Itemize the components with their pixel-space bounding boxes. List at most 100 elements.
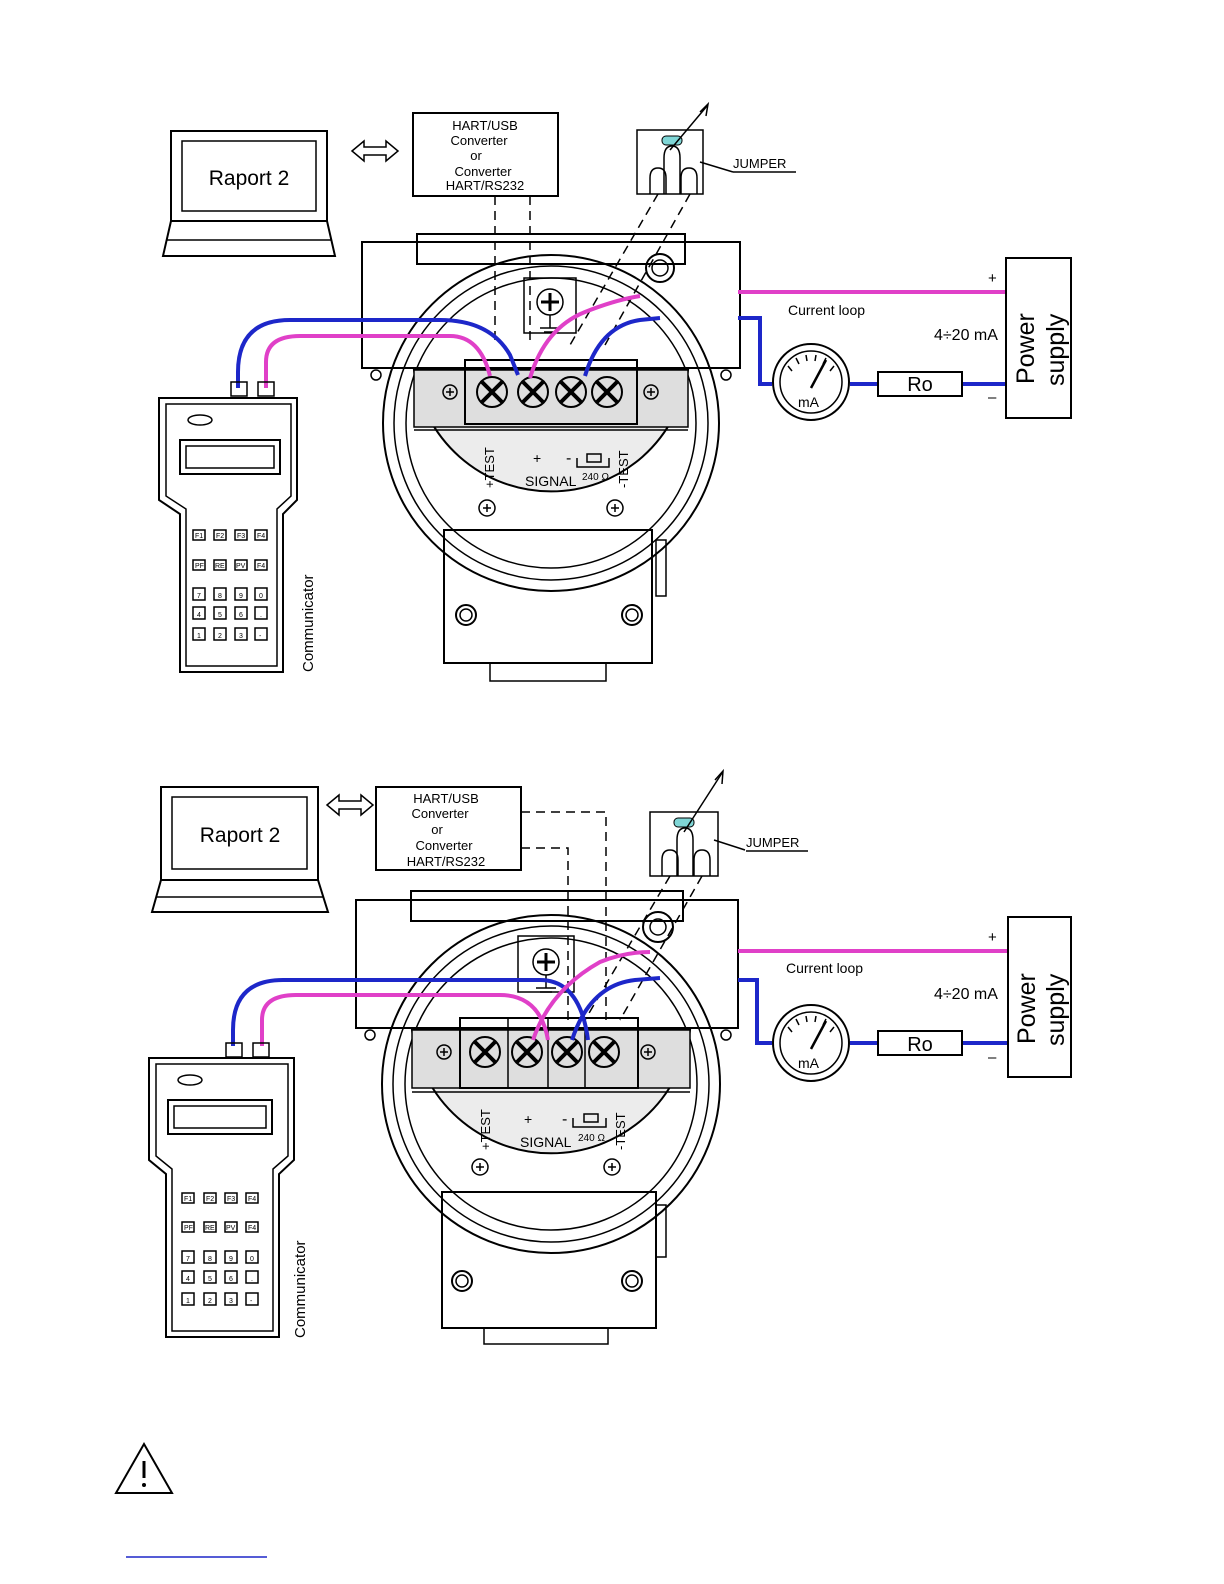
key: 1 — [186, 1298, 190, 1305]
key-row-4: 4 5 6 . — [181, 1270, 259, 1284]
key: 2 — [208, 1298, 212, 1305]
converter-line-2: Converter — [411, 806, 469, 821]
converter-line-3: or — [431, 822, 443, 837]
meter-label: mA — [798, 1055, 820, 1071]
key: RE — [215, 563, 225, 570]
converter-line-2: Converter — [450, 133, 508, 148]
key: 4 — [197, 612, 201, 619]
key: 9 — [229, 1256, 233, 1263]
key: PF — [195, 563, 204, 570]
signal-label: SIGNAL — [525, 473, 577, 489]
signal-plus: + — [533, 450, 541, 466]
key: F4 — [257, 533, 265, 540]
terminal-screws — [476, 376, 623, 408]
key-row-5: 1 2 3 - — [192, 627, 268, 641]
loop-wire-meter — [738, 978, 772, 1045]
minus-sign: – — [988, 1049, 997, 1066]
key-row-4: 4 5 6 . — [192, 606, 268, 620]
ammeter: mA — [772, 343, 850, 421]
signal-plus: + — [524, 1111, 532, 1127]
key: F3 — [237, 533, 245, 540]
key: 5 — [208, 1276, 212, 1283]
keypad: F1 F2 F3 F4 PF RE PV F4 7 8 9 0 — [192, 529, 268, 641]
hart-wire-pink — [260, 993, 550, 1046]
warning-triangle-icon — [114, 1441, 174, 1494]
key: . — [260, 612, 262, 619]
key: 2 — [218, 633, 222, 640]
key: F4 — [257, 563, 265, 570]
key: F2 — [216, 533, 224, 540]
resistor-value-label: 240 Ω — [578, 1133, 605, 1144]
resistor-value-label: 240 Ω — [582, 472, 609, 483]
hart-wire-blue — [231, 978, 590, 1046]
jumper: JUMPER — [636, 101, 796, 195]
power-supply: Power supply — [1005, 257, 1072, 419]
converter-box: HART/USB Converter or Converter HART/RS2… — [412, 112, 559, 197]
key: F2 — [206, 1196, 214, 1203]
jumper: JUMPER — [649, 768, 808, 877]
key: PV — [226, 1225, 236, 1232]
resistor-label: Ro — [907, 374, 933, 396]
ammeter: mA — [772, 1004, 850, 1082]
test-plus-label: +TEST — [482, 447, 497, 488]
key: F4 — [248, 1225, 256, 1232]
test-plus-label: +TEST — [478, 1109, 493, 1150]
laptop: Raport 2 — [161, 130, 337, 257]
test-minus-label: -TEST — [616, 450, 631, 488]
signal-minus: - — [566, 450, 571, 467]
key: PF — [184, 1225, 193, 1232]
diagram-top: Raport 2 HART/USB Converter or Converter… — [158, 101, 1072, 682]
key: F4 — [248, 1196, 256, 1203]
power-supply-line-2: supply — [1042, 973, 1070, 1046]
terminal-screws — [469, 1036, 620, 1068]
power-supply-line-1: Power — [1012, 313, 1040, 384]
key: 8 — [208, 1256, 212, 1263]
key: 4 — [186, 1276, 190, 1283]
key: F3 — [227, 1196, 235, 1203]
power-supply-line-1: Power — [1013, 973, 1041, 1044]
keypad: F1 F2 F3 F4 PF RE PV F4 7 8 9 0 — [181, 1192, 259, 1306]
laptop-label: Raport 2 — [200, 824, 281, 847]
key: - — [250, 1298, 253, 1305]
test-minus-label: -TEST — [613, 1112, 628, 1150]
key-row-5: 1 2 3 - — [181, 1292, 259, 1306]
key: 8 — [218, 593, 222, 600]
power-supply: Power supply — [1007, 916, 1072, 1078]
key-row-3: 7 8 9 0 — [192, 587, 268, 601]
converter-line-3: or — [470, 148, 482, 163]
laptop-label: Raport 2 — [209, 167, 290, 190]
key-row-3: 7 8 9 0 — [181, 1250, 259, 1264]
key: PV — [236, 563, 246, 570]
laptop: Raport 2 — [150, 786, 330, 913]
key: 3 — [239, 633, 243, 640]
hart-wire-blue — [236, 318, 520, 388]
converter-line-4: Converter — [415, 838, 473, 853]
double-arrow-icon — [325, 793, 375, 817]
current-loop-label: Current loop — [786, 960, 863, 976]
key-row-2: PF RE PV F4 — [181, 1221, 259, 1233]
key: F1 — [195, 533, 203, 540]
key: F1 — [184, 1196, 192, 1203]
key-row-2: PF RE PV F4 — [192, 559, 268, 571]
key-row-1: F1 F2 F3 F4 — [192, 529, 268, 541]
power-supply-line-2: supply — [1042, 313, 1070, 386]
key: 0 — [250, 1256, 254, 1263]
transmitter-housing: +TEST -TEST + - SIGNAL 240 Ω — [355, 890, 739, 1345]
resistor-label: Ro — [907, 1034, 933, 1056]
key: 6 — [229, 1276, 233, 1283]
key: 3 — [229, 1298, 233, 1305]
converter-line-5: HART/RS232 — [446, 178, 525, 193]
diagram-bottom: Raport 2 HART/USB Converter or Converter… — [148, 768, 1072, 1345]
minus-sign: – — [988, 389, 997, 406]
converter-line-1: HART/USB — [413, 791, 479, 806]
jumper-label: JUMPER — [746, 835, 799, 850]
key: 7 — [186, 1256, 190, 1263]
converter-line-4: Converter — [454, 164, 512, 179]
converter-line-1: HART/USB — [452, 118, 518, 133]
converter-line-5: HART/RS232 — [407, 854, 486, 869]
current-loop-label: Current loop — [788, 302, 865, 318]
plus-sign: + — [988, 270, 997, 287]
current-range-label: 4÷20 mA — [934, 327, 998, 344]
communicator: F1 F2 F3 F4 PF RE PV F4 7 8 9 0 — [148, 1042, 309, 1338]
key: 9 — [239, 593, 243, 600]
